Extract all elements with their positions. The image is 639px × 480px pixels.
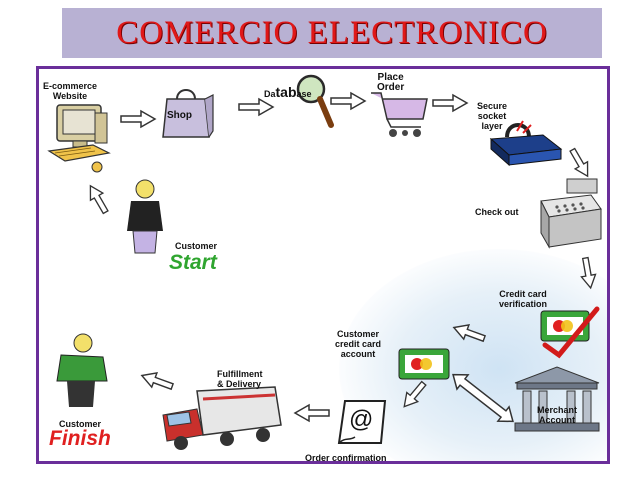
- title-bar: COMERCIO ELECTRONICO: [62, 8, 602, 58]
- arrow-icon: [89, 184, 109, 215]
- arrow-icon: [403, 380, 427, 408]
- label-merchant-account: Merchant Account: [537, 405, 578, 425]
- customer-start-figure: [127, 179, 163, 254]
- label-database-tab: tab: [275, 84, 297, 100]
- label-ecommerce-website: E-commerce Website: [43, 81, 98, 101]
- arrow-icon: [120, 109, 157, 129]
- label-place-order: Place Order: [377, 72, 405, 93]
- credit-card-icon: [398, 348, 450, 380]
- label-database-prefix: Da: [264, 89, 276, 99]
- arrow-icon: [293, 403, 330, 423]
- start-label: Start: [169, 251, 217, 274]
- arrow-icon: [452, 323, 487, 343]
- arrow-icon: [238, 97, 275, 117]
- arrow-icon: [580, 256, 597, 290]
- label-credit-card-verification: Credit card verification: [499, 289, 548, 309]
- label-customer-credit-card-account: Customer credit card account: [335, 329, 382, 359]
- magnifier-icon: [296, 74, 334, 128]
- computer-icon: [47, 104, 111, 173]
- page-title: COMERCIO ELECTRONICO: [116, 14, 548, 51]
- cash-register-icon: [540, 178, 602, 249]
- double-arrow-icon: [452, 373, 514, 423]
- email-icon: [337, 400, 387, 444]
- label-database-suffix: ase: [296, 89, 312, 99]
- label-customer-finish: Customer: [59, 419, 102, 429]
- shopping-bag-icon: [162, 89, 214, 138]
- label-secure-socket-layer: Secure socket layer: [477, 101, 508, 131]
- label-at-symbol: @: [349, 406, 374, 433]
- label-customer-start: Customer: [175, 241, 218, 251]
- shopping-cart-icon: [371, 92, 428, 137]
- finish-label: Finish: [49, 427, 111, 450]
- label-order-confirmation: Order confirmation: [305, 453, 387, 463]
- customer-finish-figure: [56, 333, 108, 407]
- label-fulfillment-delivery: Fulfillment & Delivery: [217, 369, 263, 389]
- diagram-frame: E-commerce Website Shop Database Place O…: [36, 66, 610, 464]
- arrow-icon: [330, 91, 367, 111]
- arrow-icon: [140, 371, 175, 391]
- label-shop: Shop: [167, 110, 192, 121]
- label-check-out: Check out: [475, 207, 519, 217]
- label-database: Database: [264, 84, 312, 100]
- arrow-icon: [569, 147, 589, 178]
- credit-card-check-icon: [540, 306, 600, 359]
- delivery-truck-icon: [162, 386, 282, 450]
- arrow-icon: [432, 93, 469, 113]
- bank-icon: [514, 366, 600, 432]
- lock-icon: [489, 120, 563, 167]
